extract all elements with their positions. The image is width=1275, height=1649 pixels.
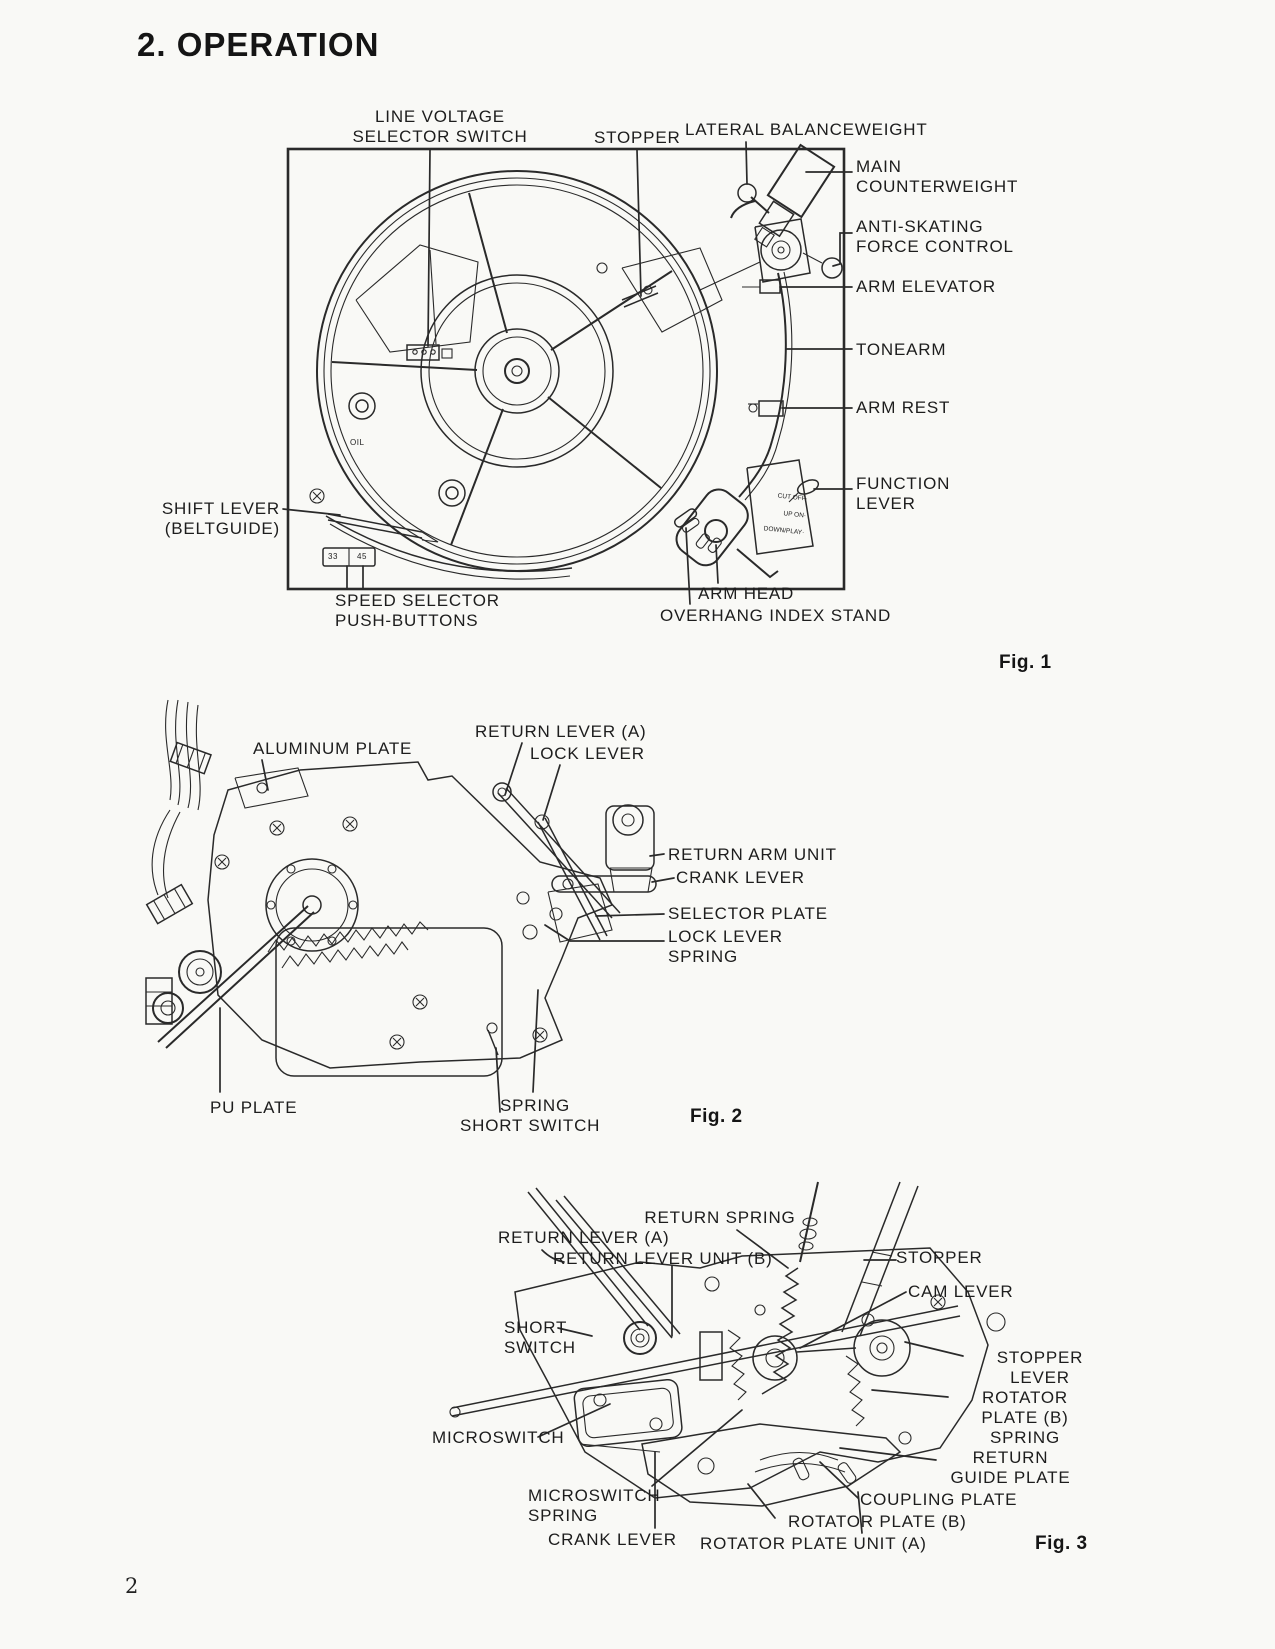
fig2-label-return-lever-a: RETURN LEVER (A) (475, 722, 647, 741)
fig1-label-tonearm: TONEARM (856, 340, 947, 359)
fig1-label-shift-lever-beltguide: SHIFT LEVER (BELTGUIDE) (161, 499, 280, 539)
fig3-label-stopper-lever: STOPPER LEVER (996, 1348, 1084, 1388)
fig2-label-lock-lever-spring: LOCK LEVER SPRING (668, 927, 783, 967)
fig3-label-return-lever-unit-b: RETURN LEVER UNIT (B) (553, 1249, 773, 1268)
fig3-label-return-lever-a: RETURN LEVER (A) (498, 1228, 670, 1247)
fig1-caption: Fig. 1 (999, 652, 1052, 673)
fig2-label-crank-lever: CRANK LEVER (676, 868, 805, 887)
fig1-label-arm-rest: ARM REST (856, 398, 951, 417)
fig3-label-return-guide-plate: RETURN GUIDE PLATE (950, 1448, 1071, 1488)
fig3-label-coupling-plate: COUPLING PLATE (860, 1490, 1018, 1509)
fig1-speed-33-text: 33 (328, 552, 338, 561)
fig2-caption: Fig. 2 (690, 1106, 743, 1127)
fig2-label-pu-plate: PU PLATE (210, 1098, 298, 1117)
fig3-caption: Fig. 3 (1035, 1533, 1088, 1554)
fig3-label-stopper: STOPPER (896, 1248, 983, 1267)
fig3-label-microswitch: MICROSWITCH (432, 1428, 565, 1447)
fig3-label-rotator-plate-b-spring: ROTATOR PLATE (B) SPRING (981, 1388, 1069, 1448)
page-title: 2. OPERATION (137, 26, 380, 63)
fig1-drawing (282, 141, 853, 605)
fig1-label-speed-selector-push-buttons: SPEED SELECTOR PUSH-BUTTONS (335, 591, 500, 631)
fig1-label-stopper: STOPPER (594, 128, 681, 147)
fig3-label-microswitch-spring: MICROSWITCH SPRING (528, 1486, 661, 1526)
fig2-label-return-arm-unit: RETURN ARM UNIT (668, 845, 837, 864)
fig3-label-short-switch: SHORT SWITCH (504, 1318, 576, 1358)
fig2-label-selector-plate: SELECTOR PLATE (668, 904, 828, 923)
fig2-label-short-switch: SHORT SWITCH (460, 1116, 601, 1135)
fig2-label-lock-lever: LOCK LEVER (530, 744, 645, 763)
fig1-speed-45-text: 45 (357, 552, 367, 561)
fig1-function-plate-text: CUT OFF· UP ON· DOWN/PLAY· (763, 492, 809, 537)
fig2-drawing (145, 699, 675, 1113)
fig2-label-spring: SPRING (500, 1096, 570, 1115)
fig2-label-aluminum-plate: ALUMINUM PLATE (253, 739, 413, 758)
fig3-drawing (449, 1181, 1006, 1534)
fig3-label-rotator-plate-b: ROTATOR PLATE (B) (788, 1512, 967, 1531)
fig3-label-rotator-plate-unit-a: ROTATOR PLATE UNIT (A) (700, 1534, 927, 1553)
fig3-label-crank-lever: CRANK LEVER (548, 1530, 677, 1549)
fig1-oil-text: OIL (350, 438, 365, 447)
fig1-label-function-lever: FUNCTION LEVER (856, 474, 951, 514)
fig1-label-line-voltage-selector-switch: LINE VOLTAGE SELECTOR SWITCH (352, 107, 528, 147)
fig3-label-cam-lever: CAM LEVER (908, 1282, 1014, 1301)
fig1-label-arm-head: ARM HEAD (698, 584, 795, 603)
fig1-label-arm-elevator: ARM ELEVATOR (856, 277, 996, 296)
fig1-label-main-counterweight: MAIN COUNTERWEIGHT (856, 157, 1019, 197)
fig1-label-lateral-balanceweight: LATERAL BALANCEWEIGHT (685, 120, 928, 139)
page-number: 2 (125, 1574, 139, 1598)
fig1-label-overhang-index-stand: OVERHANG INDEX STAND (660, 606, 892, 625)
fig1-label-anti-skating-force-control: ANTI-SKATING FORCE CONTROL (856, 217, 1014, 257)
fig3-label-return-spring: RETURN SPRING (644, 1208, 796, 1227)
